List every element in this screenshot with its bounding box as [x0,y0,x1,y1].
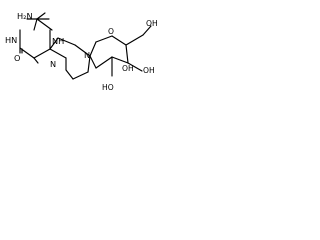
bond [49,37,59,50]
molecule-canvas: H₂N HN NH O N N O OH HO OH OH [0,0,167,100]
bond [127,62,143,72]
bond [95,56,113,69]
bond [57,37,76,46]
bond [33,57,39,64]
bond [33,18,38,31]
bond [36,12,46,20]
bond [36,18,53,31]
bond [74,44,91,57]
bond [111,56,129,64]
hn-label: HN [5,35,17,45]
bond [33,48,51,59]
nh-label: NH [52,36,64,46]
glycosidic-nitrogen-label: N [84,50,90,60]
hydroxyl-label-mid: OH [122,64,134,73]
bond [72,71,89,80]
bond [125,44,129,64]
bond [89,41,97,57]
bond [111,35,127,46]
bond [65,69,74,80]
methyl-nitrogen-label: N [50,59,56,69]
hydroxyl-label-bottom: HO [102,83,114,92]
chemical-structure: H₂N HN NH O N N O OH HO OH OH [5,11,158,92]
bond [49,48,67,59]
bond [142,25,152,36]
hydroxyl-label-right: OH [143,66,155,75]
ring-oxygen-label: O [108,27,114,36]
bond [89,55,97,69]
bond [87,55,91,73]
bond [125,34,144,46]
bond [95,35,113,43]
hydroxyl-label-top: OH [146,19,158,28]
amino-label: H₂N [17,11,33,21]
carbonyl-oxygen-label: O [14,53,20,63]
